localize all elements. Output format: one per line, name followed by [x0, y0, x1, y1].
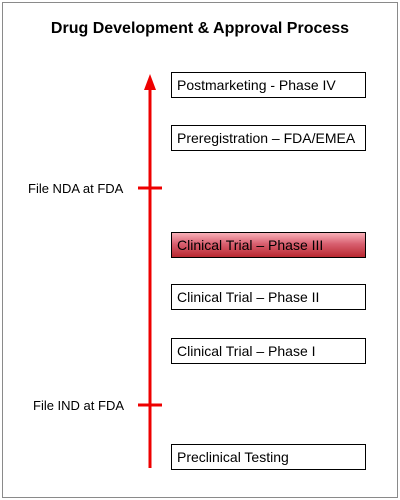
stage-preregistration: Preregistration – FDA/EMEA — [171, 125, 366, 151]
milestone-file-ind: File IND at FDA — [33, 398, 125, 413]
stage-clinical-trial-phase-iii: Clinical Trial – Phase III — [171, 232, 366, 258]
milestone-file-nda: File NDA at FDA — [28, 181, 124, 196]
axis-arrowhead — [144, 74, 156, 90]
stage-postmarketing-phase-iv: Postmarketing - Phase IV — [171, 72, 366, 98]
stage-clinical-trial-phase-i: Clinical Trial – Phase I — [171, 338, 366, 364]
diagram-title: Drug Development & Approval Process — [50, 20, 350, 37]
stage-preclinical-testing: Preclinical Testing — [171, 444, 366, 470]
stage-clinical-trial-phase-ii: Clinical Trial – Phase II — [171, 284, 366, 310]
